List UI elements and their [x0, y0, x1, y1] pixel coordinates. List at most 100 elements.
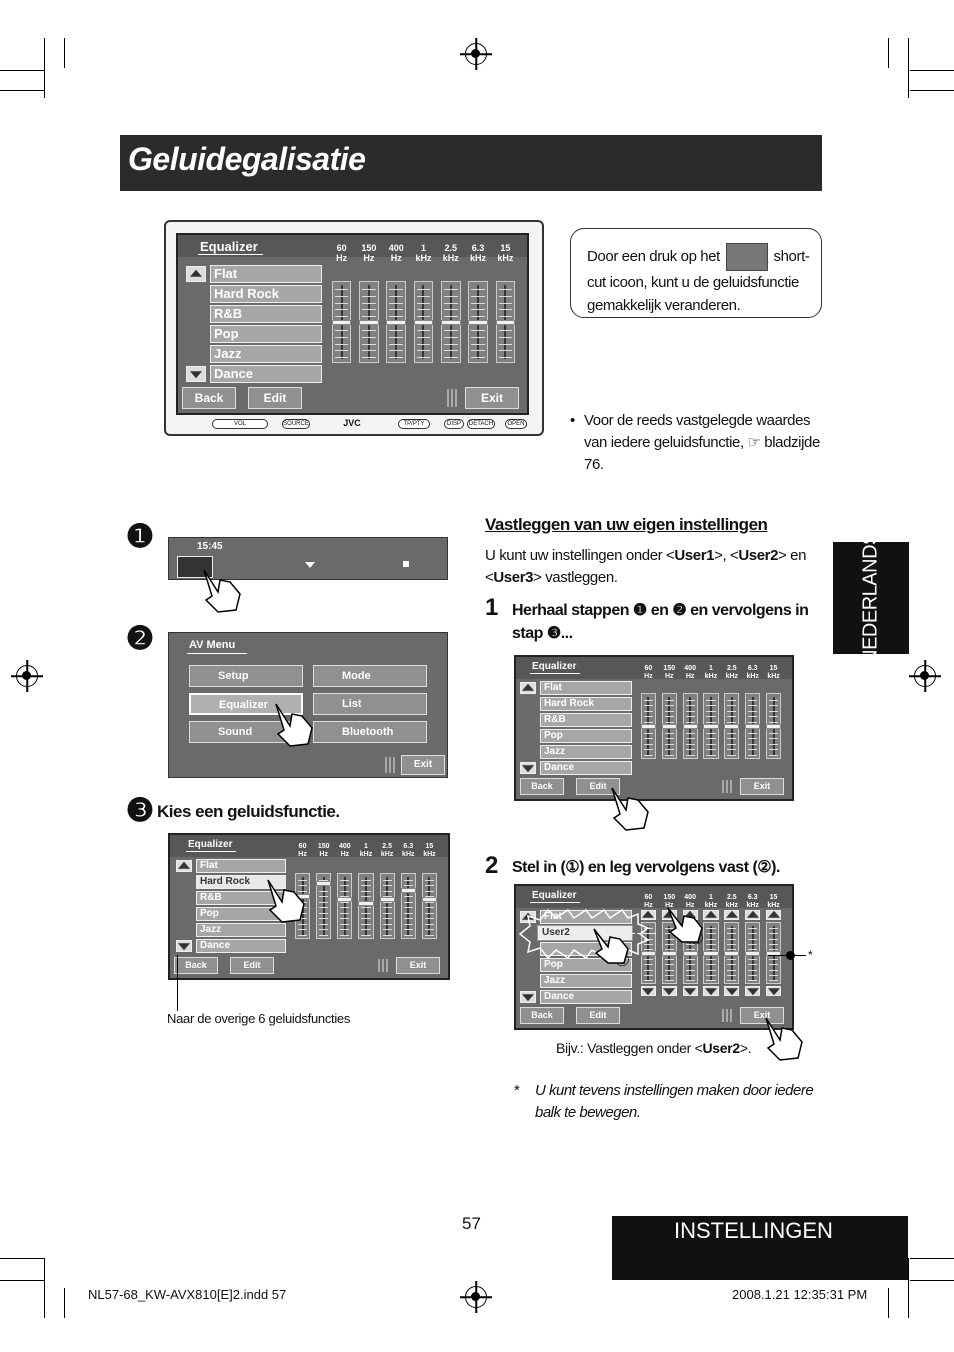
edit-button[interactable]: Edit [576, 778, 620, 795]
edit-button[interactable]: Edit [576, 1007, 620, 1024]
band-slider[interactable] [337, 873, 353, 939]
band-slider[interactable] [316, 873, 332, 939]
open-button[interactable]: OPEN [505, 419, 527, 429]
band-slider[interactable] [745, 693, 761, 759]
band-slider[interactable] [421, 873, 438, 939]
band-slider[interactable] [724, 693, 740, 759]
preset-item[interactable]: R&B [210, 305, 322, 323]
pointing-hand-icon [765, 1017, 803, 1061]
edit-button[interactable]: Edit [248, 387, 302, 409]
exit-button[interactable]: Exit [740, 778, 784, 795]
preset-item[interactable]: Pop [210, 325, 322, 343]
menu-item-mode[interactable]: Mode [313, 665, 427, 687]
band-down-button[interactable] [640, 986, 656, 996]
preset-item[interactable]: Dance [210, 365, 322, 383]
equalizer-title: Equalizer [532, 890, 577, 901]
step-3-label: Kies een geluidsfunctie. [157, 802, 340, 821]
scroll-down-button[interactable] [520, 762, 536, 774]
preset-item[interactable]: Flat [196, 859, 286, 873]
preset-item[interactable]: Hard Rock [210, 285, 322, 303]
band-slider[interactable] [703, 922, 719, 984]
band-slider[interactable] [640, 693, 656, 759]
edit-button[interactable]: Edit [230, 957, 274, 974]
band-slider[interactable] [440, 281, 461, 363]
vol-button[interactable]: VOL [212, 419, 268, 429]
scroll-down-button[interactable] [186, 366, 206, 382]
preset-item[interactable]: Jazz [540, 974, 632, 988]
preset-item[interactable]: Hard Rock [196, 875, 286, 889]
scroll-down-button[interactable] [176, 940, 192, 952]
band-down-button[interactable] [724, 986, 740, 996]
preset-item[interactable]: Jazz [210, 345, 322, 363]
band-slider[interactable] [359, 281, 379, 363]
preset-item[interactable]: Dance [540, 990, 632, 1004]
band-slider[interactable] [724, 922, 740, 984]
preset-item[interactable]: Flat [540, 681, 632, 695]
exit-button[interactable]: Exit [740, 1007, 784, 1024]
scroll-up-button[interactable] [186, 266, 206, 282]
band-down-button[interactable] [745, 986, 761, 996]
band-slider[interactable] [386, 281, 407, 363]
menu-item-equalizer[interactable]: Equalizer [189, 693, 303, 715]
preset-item[interactable]: Flat [210, 265, 322, 283]
procedure-step-1-number: 1 [485, 594, 499, 621]
disp-button[interactable]: DISP [444, 419, 464, 429]
back-button[interactable]: Back [174, 957, 218, 974]
band-slider[interactable] [413, 281, 434, 363]
preset-item[interactable]: Dance [540, 761, 632, 775]
back-button[interactable]: Back [520, 778, 564, 795]
head-unit-controls: VOL SOURCE JVC TP/PTY DISP DETACH OPEN [172, 416, 536, 432]
exit-button[interactable]: Exit [465, 387, 519, 409]
band-down-button[interactable] [682, 986, 698, 996]
detach-button[interactable]: DETACH [467, 419, 495, 429]
scroll-up-button[interactable] [520, 682, 536, 694]
back-button[interactable]: Back [520, 1007, 564, 1024]
band-up-button[interactable] [703, 910, 719, 920]
back-button[interactable]: Back [182, 387, 236, 409]
pointing-hand-icon [267, 879, 305, 923]
band-slider[interactable] [766, 922, 782, 984]
callout-text: Door een druk op het short-cut icoon, ku… [587, 243, 812, 317]
preset-item[interactable]: Pop [540, 729, 632, 743]
band-slider[interactable] [703, 693, 719, 759]
tp-pty-button[interactable]: TP/PTY [398, 419, 430, 429]
scroll-up-button[interactable] [176, 860, 192, 872]
band-slider[interactable] [468, 281, 488, 363]
exit-button[interactable]: Exit [396, 957, 440, 974]
section-intro: U kunt uw instellingen onder <User1>, <U… [485, 547, 807, 586]
band-slider[interactable] [331, 281, 352, 363]
band-slider[interactable] [400, 873, 416, 939]
menu-item-bluetooth[interactable]: Bluetooth [313, 721, 427, 743]
band-up-button[interactable] [640, 910, 656, 920]
band-slider[interactable] [661, 922, 677, 984]
scroll-down-button[interactable] [520, 991, 536, 1003]
band-slider[interactable] [745, 922, 761, 984]
band-up-button[interactable] [766, 910, 782, 920]
band-slider[interactable] [358, 873, 374, 939]
menu-item-list[interactable]: List [313, 693, 427, 715]
band-up-button[interactable] [745, 910, 761, 920]
band-slider[interactable] [682, 693, 698, 759]
band-down-button[interactable] [766, 986, 782, 996]
preset-item[interactable]: Jazz [540, 745, 632, 759]
band-slider[interactable] [379, 873, 395, 939]
band-up-button[interactable] [724, 910, 740, 920]
band-down-button[interactable] [661, 986, 677, 996]
preset-item[interactable]: Dance [196, 939, 286, 953]
menu-item-setup[interactable]: Setup [189, 665, 303, 687]
band-down-button[interactable] [703, 986, 719, 996]
band-slider[interactable] [495, 281, 516, 363]
band-slider[interactable] [661, 693, 677, 759]
band-slider[interactable] [766, 693, 782, 759]
preset-note: •Voor de reeds vastgelegde waardes van i… [570, 412, 820, 473]
preset-item[interactable]: Jazz [196, 923, 286, 937]
exit-button[interactable]: Exit [401, 755, 445, 775]
menu-item-sound[interactable]: Sound [189, 721, 303, 743]
preset-item[interactable]: Hard Rock [540, 697, 632, 711]
source-button[interactable]: SOURCE [282, 419, 310, 429]
preset-item[interactable]: R&B [540, 713, 632, 727]
